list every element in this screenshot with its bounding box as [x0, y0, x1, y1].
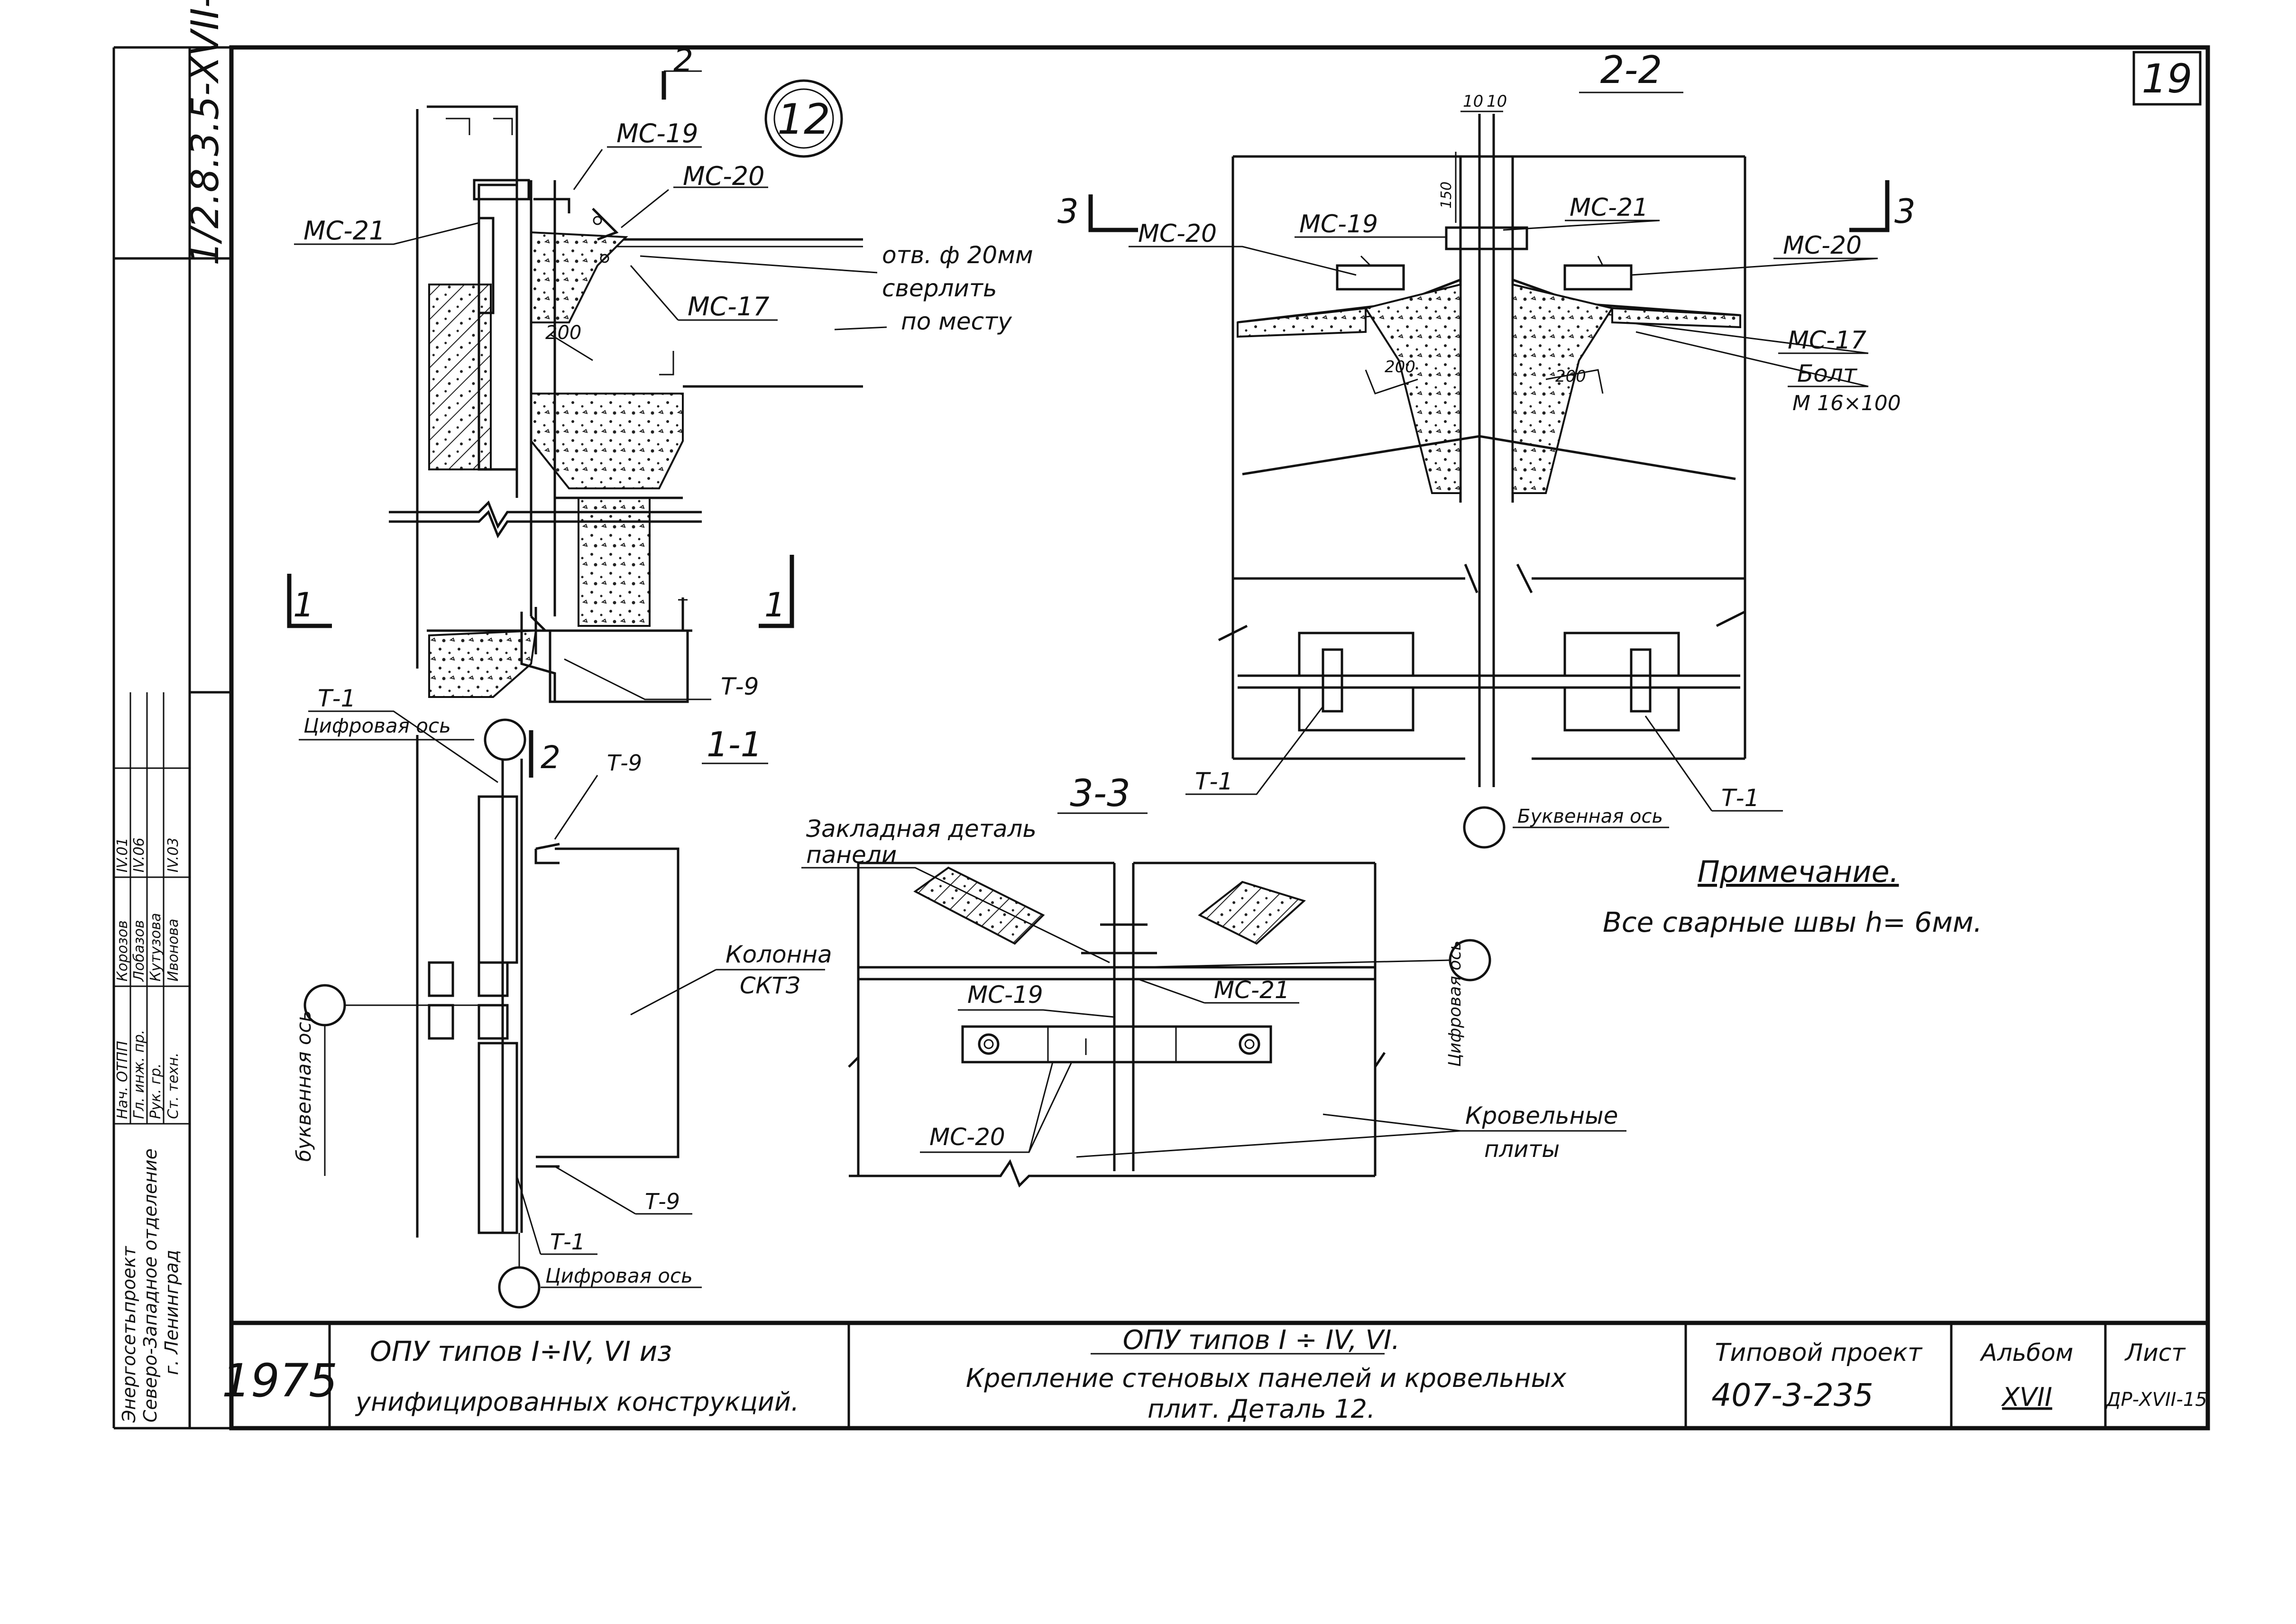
dim-200-left: 200 — [1385, 358, 1415, 376]
title-col1-line1: ОПУ типов I÷IV, VI из — [370, 1335, 672, 1367]
section-title-3-3: 3-3 — [1070, 772, 1130, 815]
label-t1-low: Т-1 — [550, 1229, 585, 1255]
note-title: Примечание. — [1698, 854, 1899, 889]
label-mc20-s2-left: МС-20 — [1138, 220, 1217, 248]
album-value: XVII — [2001, 1382, 2052, 1412]
stamp-row-role: Рук. гр. — [147, 1064, 164, 1119]
stamp-org-name: Энергосетьпроект — [119, 1246, 139, 1423]
left-stamp: 1/2.8.3.5-ХVII-15 Нач. ОТПП Корозов IV.0… — [112, 0, 231, 1428]
label-letter-axis-s2: Буквенная ось — [1517, 806, 1663, 827]
label-t9-top: Т-9 — [721, 673, 759, 700]
section-mark-3-right: 3 — [1894, 192, 1916, 231]
label-hole-1: отв. ф 20мм — [882, 241, 1033, 269]
title-col2-line3: плит. Деталь 12. — [1148, 1394, 1375, 1424]
sheet-number: 19 — [2142, 55, 2193, 102]
label-embed-1: Закладная деталь — [806, 815, 1037, 843]
drawing-frame — [229, 45, 2210, 1431]
title-col2-line1: ОПУ типов I ÷ IV, VI. — [1123, 1325, 1400, 1356]
dim-200: 200 — [545, 322, 581, 344]
label-t9-mid: Т-9 — [607, 750, 642, 776]
project-label: Типовой проект — [1715, 1339, 1923, 1367]
label-t1-s2-right: Т-1 — [1721, 784, 1759, 812]
detail-marker: 12 — [764, 79, 843, 158]
title-col2-line2: Крепление стеновых панелей и кровельных — [966, 1363, 1567, 1393]
dim-10a: 10 — [1463, 92, 1483, 111]
label-t9-low: Т-9 — [645, 1189, 680, 1214]
label-digital-axis-low: Цифровая ось — [545, 1264, 693, 1287]
label-mc21-s2: МС-21 — [1570, 193, 1648, 222]
stamp-row-date: IV.06 — [131, 837, 147, 872]
label-hole-2: сверлить — [882, 275, 997, 302]
dim-10b: 10 — [1487, 92, 1507, 111]
sheet-value: ДР-XVII-15 — [2105, 1389, 2207, 1411]
axis-marker-digital-top — [484, 718, 526, 761]
stamp-row-name: Кутузова — [147, 913, 164, 982]
label-t1-s2-left: Т-1 — [1195, 768, 1233, 795]
axis-marker-digital-low — [498, 1266, 541, 1309]
year: 1975 — [222, 1354, 338, 1407]
section-mark-2-top: 2 — [673, 42, 693, 79]
axis-marker-letter-s2 — [1463, 806, 1506, 849]
dim-150: 150 — [1438, 182, 1455, 209]
section-2-2: 2-2 10 10 150 200 20 — [1057, 48, 1916, 849]
label-digital-axis-top: Цифровая ось — [303, 714, 451, 737]
section-title-1-1: 1-1 — [707, 725, 762, 764]
label-mc19-s1: МС-19 — [616, 119, 698, 148]
label-mc20-s3: МС-20 — [929, 1123, 1005, 1151]
section-mark-1b: 1 — [764, 586, 786, 624]
label-bolt-1: Болт — [1797, 360, 1858, 387]
label-column-1: Колонна — [726, 941, 832, 968]
stamp-row-role: Нач. ОТПП — [114, 1041, 131, 1119]
section-title-2-2: 2-2 — [1600, 48, 1662, 92]
title-col1-line2: унифицированных конструкций. — [355, 1387, 799, 1417]
label-roof-2: плиты — [1484, 1136, 1560, 1163]
label-embed-2: панели — [806, 841, 897, 869]
sheet-label: Лист — [2124, 1339, 2186, 1367]
stamp-row-name: Ивонова — [165, 918, 182, 982]
project-value: 407-3-235 — [1711, 1377, 1874, 1413]
section-mark-3-left: 3 — [1057, 192, 1079, 231]
stamp-row-role: Гл. инж. пр. — [131, 1030, 147, 1119]
label-roof-1: Кровельные — [1465, 1102, 1618, 1129]
section-mark-1a: 1 — [293, 586, 314, 624]
side-code: 1/2.8.3.5-ХVII-15 — [183, 0, 227, 266]
stamp-row-role: Ст. техн. — [165, 1053, 182, 1119]
note-block: Примечание. Все сварные швы h= 6мм. — [1603, 854, 1982, 938]
label-mc19-s2: МС-19 — [1299, 210, 1378, 239]
stamp-org-city: г. Ленинград — [161, 1250, 182, 1375]
album-label: Альбом — [1980, 1339, 2074, 1367]
label-digital-axis-s3: Цифровая ось — [1445, 941, 1465, 1067]
stamp-row-name: Корозов — [114, 920, 131, 982]
label-column-2: СКТЗ — [740, 973, 800, 999]
label-mc17-s2: МС-17 — [1788, 326, 1866, 355]
label-bolt-2: М 16×100 — [1792, 391, 1901, 415]
section-1-1: 200 1 1 2 МС-19 МС-20 МС-21 отв. ф 20 — [287, 42, 1033, 1309]
detail-number: 12 — [777, 95, 830, 144]
sheet-number-box: 19 — [2132, 51, 2202, 106]
stamp-row-date: IV.01 — [114, 837, 131, 872]
label-t1-top: Т-1 — [318, 685, 356, 712]
stamp-row-name: Лобазов — [131, 920, 147, 982]
label-mc21-s1: МС-21 — [303, 216, 386, 246]
label-letter-axis-v: буквенная ось — [292, 1010, 315, 1162]
stamp-org-branch: Северо-Западное отделение — [140, 1148, 161, 1422]
label-hole-3: по месту — [901, 308, 1012, 335]
section-3-3: 3-3 Закладная деталь панели МС-19 МС-21 … — [801, 772, 1626, 1188]
label-mc20-s2-right: МС-20 — [1783, 231, 1862, 260]
note-text: Все сварные швы h= 6мм. — [1603, 906, 1982, 938]
section-mark-2-mid: 2 — [541, 739, 560, 776]
title-block: 1975 ОПУ типов I÷IV, VI из унифицированн… — [222, 1321, 2208, 1428]
label-mc20-s1: МС-20 — [683, 161, 765, 191]
label-mc17-s1: МС-17 — [688, 292, 770, 321]
stamp-row-date: IV.03 — [165, 837, 182, 872]
label-mc21-s3: МС-21 — [1214, 976, 1290, 1004]
label-mc19-s3: МС-19 — [967, 981, 1043, 1009]
